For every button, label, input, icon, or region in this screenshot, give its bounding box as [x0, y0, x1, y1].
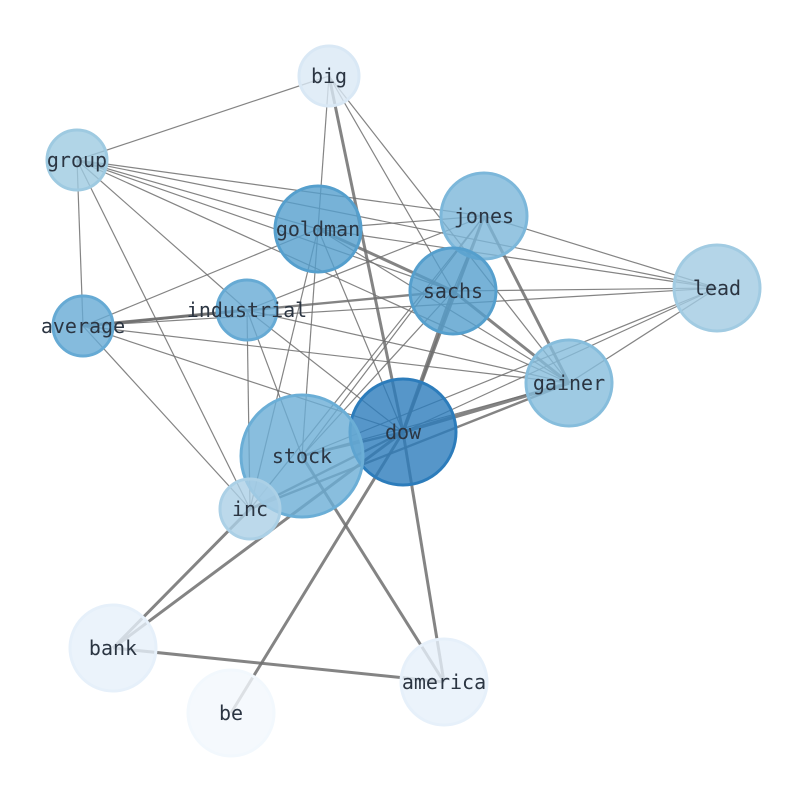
edge-group-sachs: [76, 159, 454, 292]
node-inc: inc: [218, 477, 282, 541]
edge-dow-be: [229, 431, 405, 714]
node-dow: dow: [348, 377, 458, 487]
edge-industrial-gainer: [246, 309, 570, 384]
node-label-be: be: [219, 701, 243, 725]
node-bank: bank: [68, 603, 158, 693]
edge-average-inc: [82, 325, 251, 510]
node-label-gainer: gainer: [533, 371, 605, 395]
edge-bank-america: [112, 646, 445, 684]
node-label-stock: stock: [272, 444, 332, 468]
edge-group-lead: [76, 159, 718, 289]
node-big: big: [297, 44, 361, 108]
node-circle-lead: [672, 243, 762, 333]
node-circle-bank: [68, 603, 158, 693]
node-label-average: average: [41, 314, 125, 338]
edge-lead-average: [82, 287, 718, 327]
node-label-industrial: industrial: [187, 298, 307, 322]
node-lead: lead: [672, 243, 762, 333]
node-circle-average: [51, 294, 115, 358]
node-circle-goldman: [273, 184, 363, 274]
node-circle-jones: [439, 171, 529, 261]
node-goldman: goldman: [273, 184, 363, 274]
node-circle-gainer: [524, 338, 614, 428]
node-label-inc: inc: [232, 497, 268, 521]
node-circle-industrial: [215, 278, 279, 342]
node-circle-sachs: [408, 246, 498, 336]
node-be: be: [186, 668, 276, 758]
edge-big-group: [76, 75, 330, 161]
edge-average-gainer: [82, 325, 570, 384]
edge-group-jones: [76, 159, 485, 217]
node-industrial: industrial: [187, 278, 307, 342]
node-label-lead: lead: [693, 276, 741, 300]
node-gainer: gainer: [524, 338, 614, 428]
node-sachs: sachs: [408, 246, 498, 336]
node-label-goldman: goldman: [276, 217, 360, 241]
edge-goldman-lead: [317, 228, 718, 289]
node-circle-big: [297, 44, 361, 108]
node-label-jones: jones: [454, 204, 514, 228]
edge-average-dow: [82, 325, 404, 433]
node-circle-be: [186, 668, 276, 758]
node-average: average: [41, 294, 125, 358]
node-label-big: big: [311, 64, 347, 88]
node-circle-group: [45, 128, 109, 192]
node-label-group: group: [47, 148, 107, 172]
edge-big-dow: [327, 75, 405, 433]
node-layer: big group goldman jones lead sachs industrial a…: [41, 44, 762, 758]
node-label-dow: dow: [385, 420, 422, 444]
node-jones: jones: [439, 171, 529, 261]
node-label-america: america: [402, 670, 486, 694]
node-label-bank: bank: [89, 636, 137, 660]
node-circle-america: [399, 637, 489, 727]
edge-group-inc: [76, 159, 251, 510]
node-group: group: [45, 128, 109, 192]
node-label-sachs: sachs: [423, 279, 483, 303]
edge-group-industrial: [76, 159, 248, 311]
node-circle-inc: [218, 477, 282, 541]
node-america: america: [399, 637, 489, 727]
